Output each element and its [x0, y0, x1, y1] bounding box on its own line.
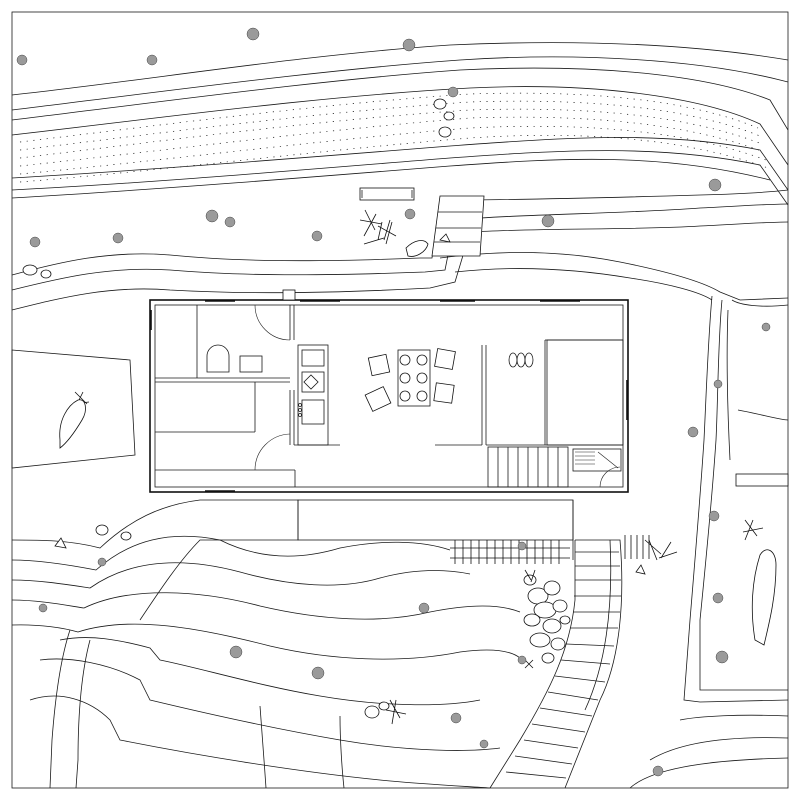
interior-walls [155, 305, 623, 487]
bathroom-fixtures [206, 344, 263, 373]
bed-icon [546, 339, 624, 446]
chimney [282, 289, 296, 301]
house-outline [149, 299, 629, 493]
upper-contour-lines [11, 42, 789, 206]
dining-table-icon [397, 349, 431, 407]
windows [150, 300, 628, 492]
drawing-frame [11, 11, 789, 789]
figure-silhouettes [54, 233, 777, 646]
stair-icon [487, 446, 622, 488]
house-inner-outline [154, 304, 624, 488]
lower-contour-lines [11, 499, 521, 789]
entry-ramp [431, 195, 485, 257]
right-contour-lines [629, 295, 789, 789]
stepped-path [489, 539, 623, 789]
kitchen-counter [297, 344, 329, 446]
dashed-field-band [19, 92, 769, 183]
mid-contour-lines [11, 189, 789, 311]
terrace [297, 499, 574, 541]
rock-cluster [22, 98, 571, 719]
armchair-icon [364, 348, 456, 412]
left-lawn-patch [11, 349, 136, 469]
tree-symbol [16, 27, 771, 777]
shrub-sketch [72, 209, 764, 725]
pillows [508, 352, 534, 368]
house-plan [149, 289, 629, 493]
bench-icon [359, 187, 789, 487]
